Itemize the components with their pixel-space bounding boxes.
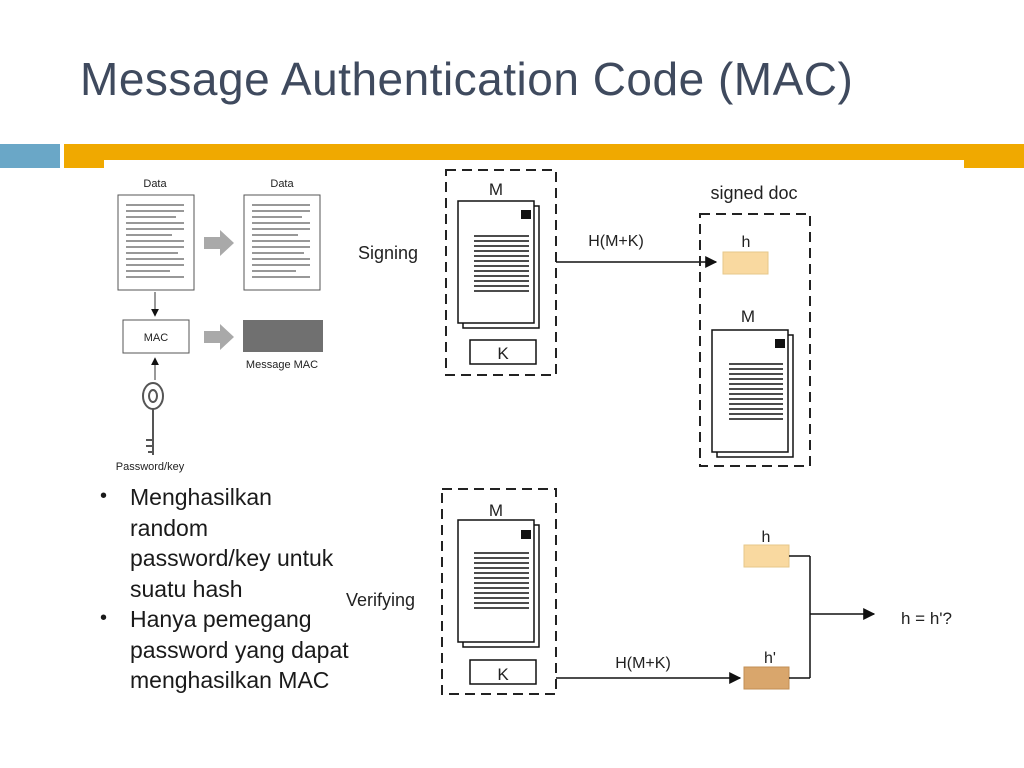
- data-document-1: [117, 194, 195, 291]
- data-label-2: Data: [270, 178, 294, 190]
- grey-arrow-2: [204, 324, 234, 350]
- signed-doc-label: signed doc: [710, 183, 797, 203]
- signing-message-document: [457, 200, 540, 329]
- mac-label: MAC: [144, 332, 169, 344]
- verifying-arrow-label: H(M+K): [615, 655, 671, 672]
- signed-doc-dashed-box: [699, 213, 811, 467]
- data-document-2: [243, 194, 321, 291]
- verifying-key-box: [469, 659, 537, 685]
- verifying-hash-prime-label: h': [764, 650, 776, 667]
- grey-arrow-1: [204, 230, 234, 256]
- key-icon: [142, 382, 164, 455]
- verifying-hash-prime-box: [743, 666, 790, 690]
- signing-label: Signing: [358, 243, 418, 263]
- data-label-1: Data: [143, 178, 167, 190]
- bullet-dot: •: [100, 485, 108, 507]
- verifying-section: Verifying M K H(M+K) h h': [346, 488, 952, 695]
- verifying-key-label: K: [497, 665, 509, 684]
- bullet-text: Hanya pemegang password yang dapat mengh…: [130, 606, 349, 693]
- compare-label: h = h'?: [901, 609, 952, 628]
- accent-bar-inner: [104, 160, 964, 168]
- signed-message-label: M: [741, 307, 755, 326]
- signing-input-dashed-box: [445, 169, 557, 376]
- verifying-hash-box: [743, 544, 790, 568]
- verifying-input-dashed-box: [441, 488, 557, 695]
- message-mac-label: Message MAC: [246, 359, 318, 371]
- password-key-label: Password/key: [116, 461, 185, 473]
- signed-hash-box: [722, 251, 769, 275]
- bullet-item: • Hanya pemegang password yang dapat men…: [100, 604, 350, 696]
- signing-key-label: K: [497, 344, 509, 363]
- left-mac-diagram: Data Data: [116, 178, 323, 473]
- verifying-message-document: [457, 519, 540, 648]
- verifying-hash-label: h: [762, 529, 771, 546]
- bullet-list: • Menghasilkan random password/key untuk…: [100, 482, 350, 696]
- compare-connector: [789, 555, 811, 679]
- signed-hash-label: h: [742, 234, 751, 251]
- page-title: Message Authentication Code (MAC): [80, 53, 854, 105]
- bullet-dot: •: [100, 607, 108, 629]
- bullet-text: Menghasilkan random password/key untuk s…: [130, 484, 334, 602]
- accent-bar-blue: [0, 144, 60, 168]
- signing-message-label: M: [489, 180, 503, 199]
- signing-arrow-label: H(M+K): [588, 233, 644, 250]
- message-mac-block: [243, 320, 323, 352]
- signing-section: Signing M K H(M+K) signed doc h M: [358, 169, 811, 467]
- signed-message-document: [711, 329, 794, 458]
- bullet-item: • Menghasilkan random password/key untuk…: [100, 482, 350, 604]
- signing-key-box: [469, 339, 537, 365]
- mac-box: [122, 319, 190, 354]
- verifying-label: Verifying: [346, 590, 415, 610]
- verifying-message-label: M: [489, 501, 503, 520]
